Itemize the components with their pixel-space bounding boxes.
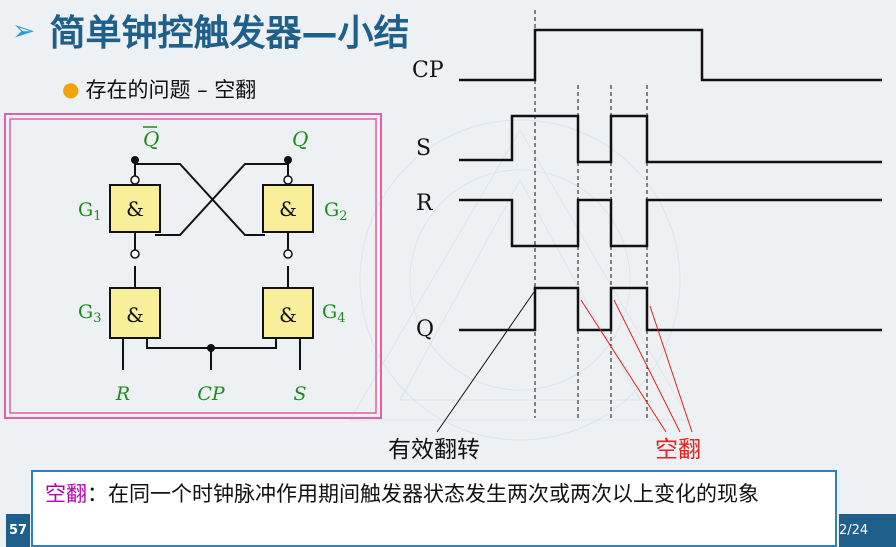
input-r-label: R <box>115 383 130 405</box>
output-q-label: Q <box>292 127 308 151</box>
gate-g4: & G4 <box>262 287 345 339</box>
effective-flip-label: 有效翻转 <box>388 437 480 463</box>
slide-title-text: 简单钟控触发器—小结 <box>49 13 410 54</box>
bubble <box>130 175 140 185</box>
gate-symbol: & <box>279 197 297 221</box>
timing-waveforms <box>459 28 882 332</box>
gate-label: G4 <box>322 301 345 326</box>
definition-box: 空翻：在同一个时钟脉冲作用期间触发器状态发生两次或两次以上变化的现象 <box>31 470 837 547</box>
gate-g1: & G1 <box>78 184 161 233</box>
gate-label: G1 <box>78 199 101 224</box>
slide-title: ➢ 简单钟控触发器—小结 <box>12 6 409 54</box>
signal-label-s: S <box>416 136 431 161</box>
definition-text: ：在同一个时钟脉冲作用期间触发器状态发生两次或两次以上变化的现象 <box>87 482 759 506</box>
bullet-dot-icon: ● <box>62 77 80 101</box>
gate-label: G3 <box>78 301 101 326</box>
gate-symbol: & <box>126 303 144 327</box>
timing-guides <box>534 10 648 418</box>
waveform-r <box>459 198 882 248</box>
input-s-label: S <box>293 383 306 405</box>
input-cp-label: CP <box>197 383 226 405</box>
bullet-item: ● 存在的问题 – 空翻 <box>62 74 256 104</box>
gate-g2: & G2 <box>262 184 347 233</box>
page-number-right: 2/24 <box>839 514 896 547</box>
waveform-q <box>459 286 882 332</box>
bubble <box>130 249 140 259</box>
signal-label-q: Q <box>416 317 434 342</box>
waveform-cp <box>459 28 882 82</box>
gate-symbol: & <box>126 197 144 221</box>
junction-dot <box>284 156 292 164</box>
gate-symbol: & <box>279 303 297 327</box>
output-qbar-label: Q <box>143 127 159 151</box>
gate-label: G2 <box>324 199 347 224</box>
waveform-s <box>459 114 882 164</box>
circuit-frame-inner <box>9 118 377 414</box>
page-number-left: 57 <box>6 514 30 547</box>
empty-flip-pointers <box>580 299 693 433</box>
junction-dots <box>131 156 292 352</box>
junction-dot <box>207 344 215 352</box>
circuit-frame <box>4 113 382 419</box>
bullet-text: 存在的问题 – 空翻 <box>85 78 257 102</box>
junction-dot <box>131 156 139 164</box>
signal-label-r: R <box>416 191 434 216</box>
bubble <box>283 175 293 185</box>
empty-flip-label: 空翻 <box>655 437 701 463</box>
arrow-bullet-icon: ➢ <box>12 13 36 47</box>
inversion-bubbles <box>130 175 293 259</box>
gate-g3: & G3 <box>78 287 161 339</box>
signal-label-cp: CP <box>412 58 444 83</box>
definition-term: 空翻 <box>45 482 87 506</box>
bubble <box>283 249 293 259</box>
effective-pointer <box>436 291 535 433</box>
